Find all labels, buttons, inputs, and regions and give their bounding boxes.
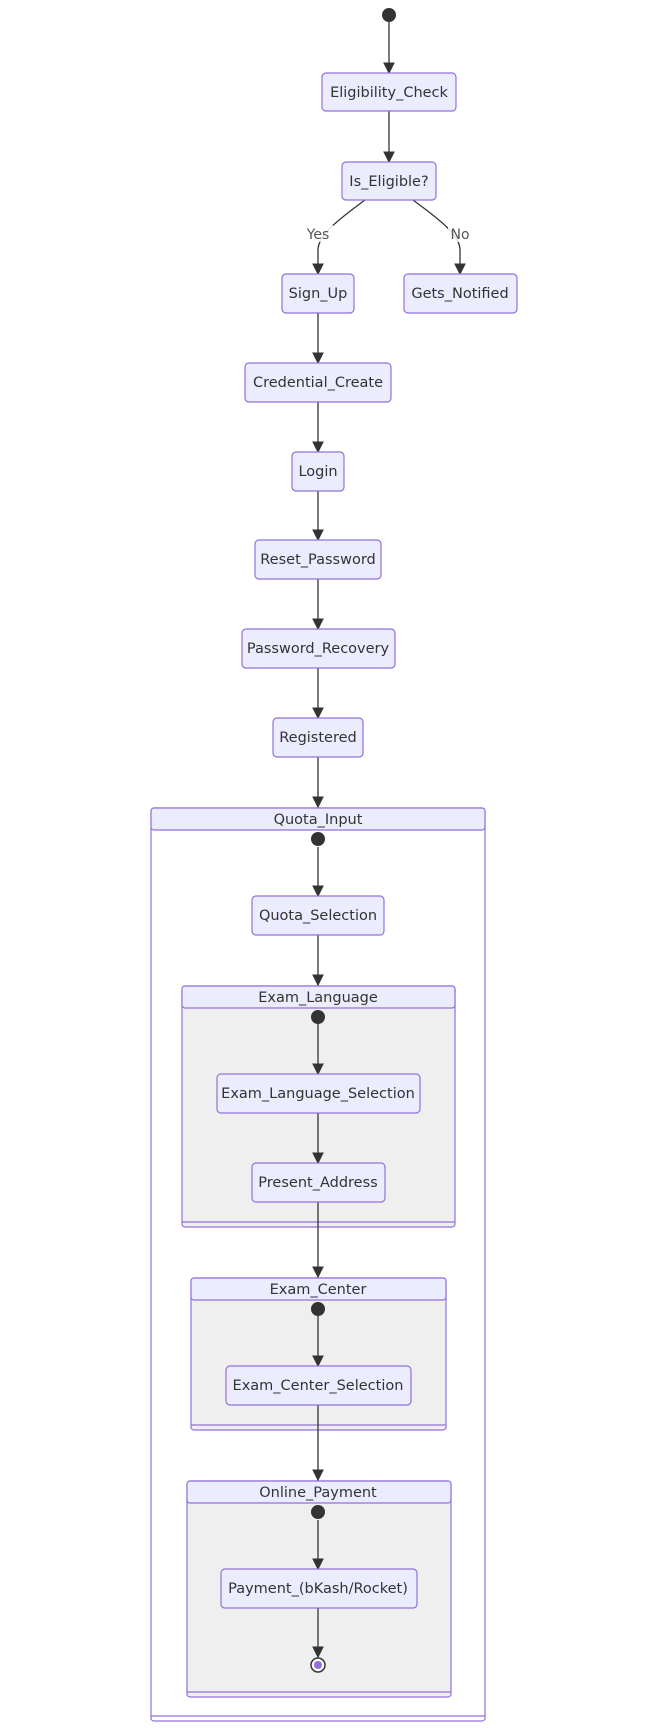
- state-present-address: Present_Address: [251, 1162, 386, 1203]
- state-present-address-label: Present_Address: [258, 1175, 377, 1191]
- state-credential-create: Credential_Create: [244, 362, 392, 403]
- state-quota-selection-label: Quota_Selection: [259, 908, 377, 924]
- composite-quota-input-title: Quota_Input: [274, 812, 363, 828]
- state-is-eligible: Is_Eligible?: [341, 161, 437, 201]
- state-gets-notified: Gets_Notified: [403, 273, 518, 314]
- state-credential-create-label: Credential_Create: [253, 375, 383, 391]
- state-registered-label: Registered: [279, 730, 357, 746]
- start-dot-online-payment: [311, 1505, 325, 1519]
- state-eligibility-check-label: Eligibility_Check: [330, 85, 448, 101]
- state-sign-up: Sign_Up: [281, 273, 355, 314]
- svg-text:Yes: Yes: [306, 227, 330, 243]
- state-is-eligible-label: Is_Eligible?: [349, 174, 428, 190]
- state-exam-language-selection: Exam_Language_Selection: [216, 1073, 421, 1114]
- state-payment: Payment_(bKash/Rocket): [220, 1568, 418, 1609]
- state-payment-label: Payment_(bKash/Rocket): [228, 1581, 408, 1597]
- composite-online-payment-title: Online_Payment: [259, 1485, 377, 1501]
- state-eligibility-check: Eligibility_Check: [321, 72, 457, 112]
- end-state: [310, 1657, 326, 1673]
- svg-text:No: No: [450, 227, 469, 243]
- state-login: Login: [291, 451, 345, 492]
- start-dot-exam-center: [311, 1302, 325, 1316]
- start-dot-main: [382, 8, 396, 22]
- state-gets-notified-label: Gets_Notified: [411, 286, 508, 302]
- composite-exam-center-title: Exam_Center: [270, 1282, 367, 1298]
- edge-label-yes: Yes: [303, 225, 333, 243]
- start-dot-quota-input: [311, 832, 325, 846]
- state-reset-password: Reset_Password: [254, 539, 382, 580]
- state-password-recovery: Password_Recovery: [241, 628, 396, 669]
- state-reset-password-label: Reset_Password: [260, 552, 375, 568]
- state-quota-selection: Quota_Selection: [251, 895, 385, 936]
- state-sign-up-label: Sign_Up: [289, 286, 348, 302]
- edge-label-no: No: [448, 225, 472, 243]
- state-exam-center-selection: Exam_Center_Selection: [225, 1365, 412, 1406]
- state-password-recovery-label: Password_Recovery: [247, 641, 390, 657]
- state-registered: Registered: [272, 717, 364, 758]
- state-exam-language-selection-label: Exam_Language_Selection: [221, 1086, 415, 1102]
- composite-exam-language-title: Exam_Language: [258, 990, 378, 1006]
- start-dot-exam-language: [311, 1010, 325, 1024]
- state-exam-center-selection-label: Exam_Center_Selection: [233, 1378, 404, 1394]
- state-login-label: Login: [298, 464, 337, 480]
